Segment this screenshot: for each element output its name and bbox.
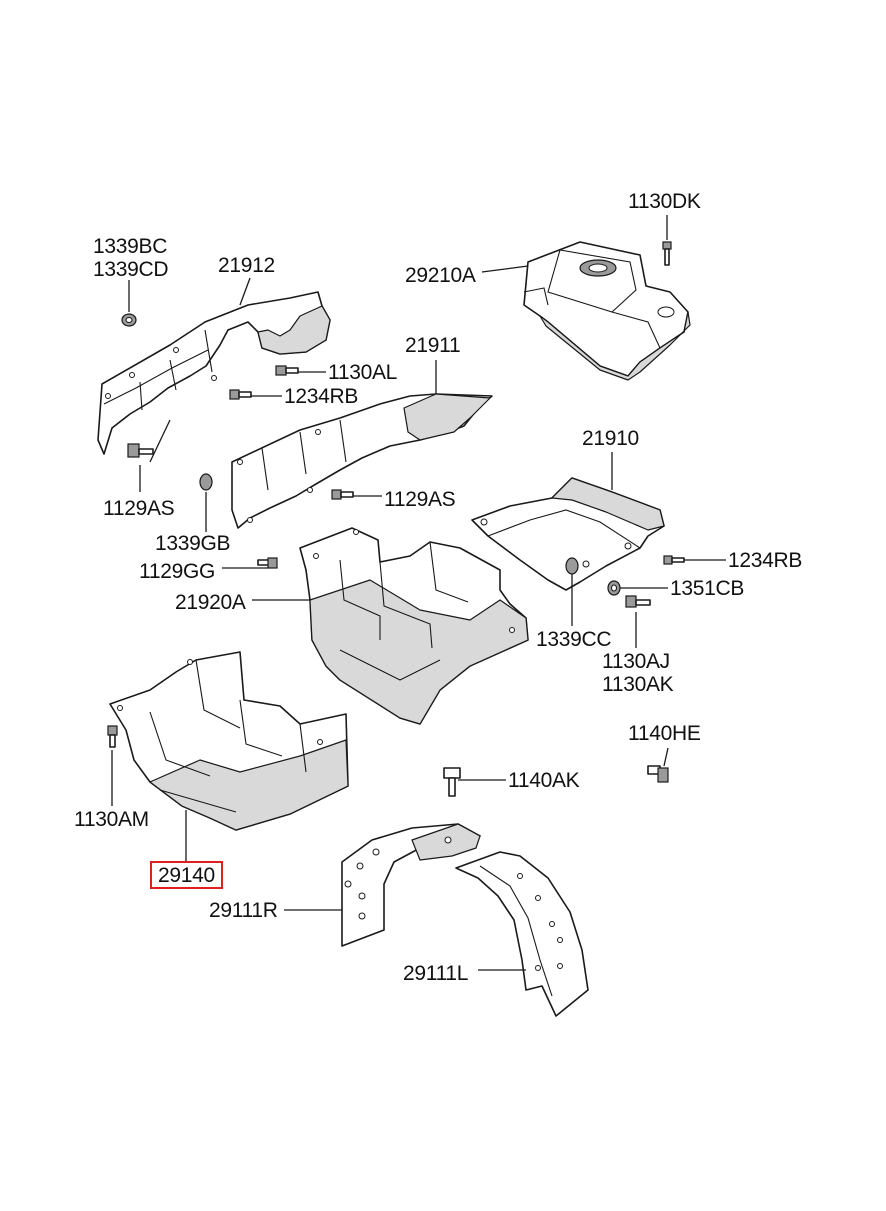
label-1339BC: 1339BC — [93, 235, 168, 258]
label-1339CD: 1339CD — [93, 258, 169, 281]
bracket-21912 — [97, 291, 331, 455]
bolt-1129GG — [257, 557, 278, 569]
label-21910: 21910 — [582, 427, 639, 450]
bracket-21911 — [231, 393, 493, 529]
engine-cover-29210A — [523, 241, 691, 381]
bolt-1234RB-upper — [229, 389, 252, 400]
label-1130AL: 1130AL — [328, 361, 398, 384]
nut-1339BC — [121, 313, 137, 327]
label-1140AK: 1140AK — [508, 769, 580, 792]
bolt-1129AS-mid — [331, 489, 354, 500]
bolt-1130DK — [662, 241, 672, 266]
label-1129AS-left: 1129AS — [103, 497, 175, 520]
bolt-1140AK — [443, 767, 461, 797]
washer-1351CB — [607, 580, 621, 596]
skid-tray-21920A — [299, 527, 529, 725]
bolt-1234RB-right — [663, 555, 685, 565]
bolt-1140HE — [647, 765, 669, 783]
mudguard-29111L — [455, 851, 589, 1017]
label-1129GG: 1129GG — [139, 560, 216, 583]
nut-1339CC — [565, 557, 579, 575]
bolt-1130AL — [275, 365, 299, 376]
bolt-1129AS-left — [127, 443, 154, 458]
label-21911: 21911 — [405, 334, 461, 357]
label-1130AM: 1130AM — [74, 808, 149, 831]
label-1130AJ: 1130AJ — [602, 650, 670, 673]
label-1140HE: 1140HE — [628, 722, 701, 745]
bolt-1130AJ — [625, 595, 651, 608]
label-21912: 21912 — [218, 254, 275, 277]
label-29210A: 29210A — [405, 264, 476, 287]
label-1234RB-right: 1234RB — [728, 549, 803, 572]
label-29111L: 29111L — [403, 962, 469, 985]
label-1234RB-upper: 1234RB — [284, 385, 359, 408]
label-1129AS-mid: 1129AS — [384, 488, 456, 511]
label-1351CB: 1351CB — [670, 577, 745, 600]
label-1130DK: 1130DK — [628, 190, 701, 213]
label-29140-highlighted[interactable]: 29140 — [150, 861, 223, 889]
nut-1339GB — [199, 473, 213, 491]
label-21920A: 21920A — [175, 591, 246, 614]
label-1339GB: 1339GB — [155, 532, 231, 555]
bolt-1130AM — [107, 725, 118, 748]
plate-21910 — [471, 477, 665, 591]
label-1339CC: 1339CC — [536, 628, 612, 651]
label-29111R: 29111R — [209, 899, 278, 922]
mudguard-29111R — [341, 823, 481, 947]
label-1130AK: 1130AK — [602, 673, 674, 696]
lower-tray-29140 — [109, 651, 349, 831]
